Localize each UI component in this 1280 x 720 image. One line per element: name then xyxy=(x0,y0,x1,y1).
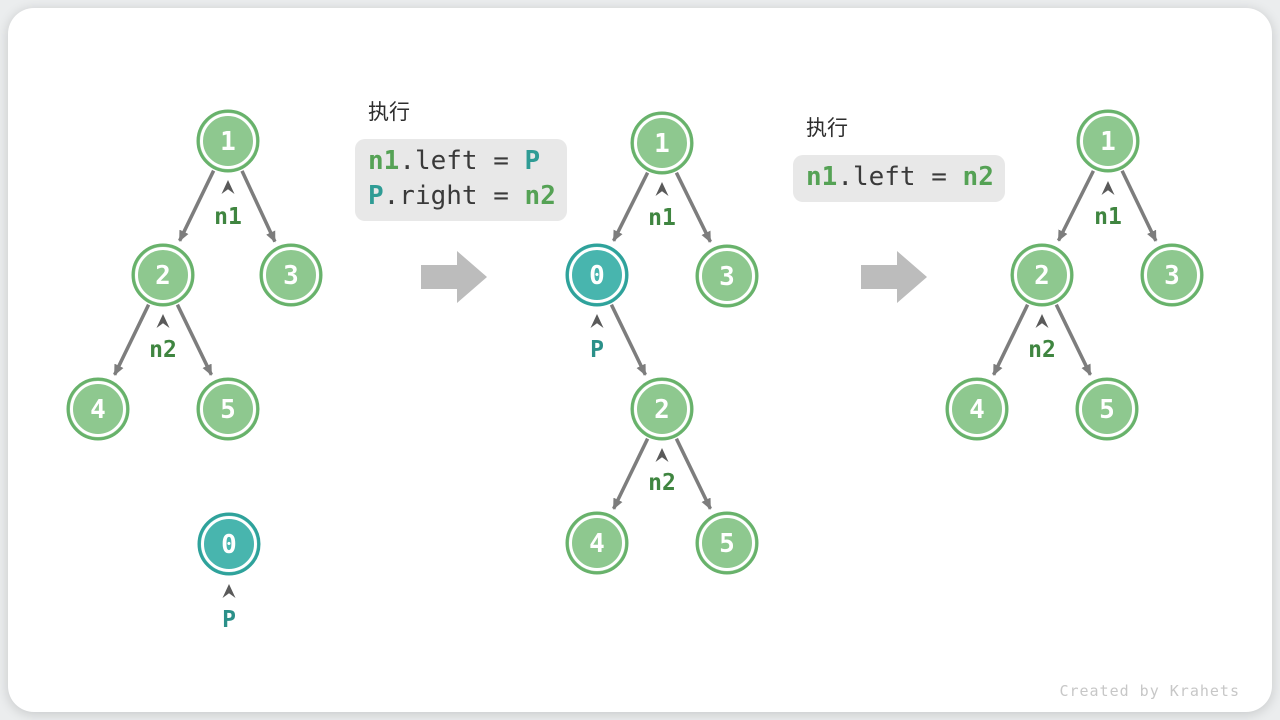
tree-node: 4 xyxy=(565,511,629,575)
tree-node: 5 xyxy=(1075,377,1139,441)
node-value: 0 xyxy=(221,530,237,560)
node-value: 2 xyxy=(1034,261,1050,291)
tree-node: 1 xyxy=(1076,109,1140,173)
tree-node: 3 xyxy=(259,243,323,307)
pointer-label-n1: n1 xyxy=(214,204,242,230)
tree-node: 1 xyxy=(630,111,694,175)
edge-1-3 xyxy=(1120,169,1158,242)
code-line: n1.left = P xyxy=(368,146,540,176)
node-value: 4 xyxy=(589,529,605,559)
tree-after-remove: 1 2 3 4 5 n1 n2 xyxy=(945,109,1204,441)
edge-2-5 xyxy=(674,437,712,510)
tree-node: 2 xyxy=(131,243,195,307)
pointer-label-n1: n1 xyxy=(1094,204,1122,230)
pointer-caret-icon xyxy=(1035,314,1049,328)
pointer-caret-icon xyxy=(655,448,669,462)
code-token-n1: n1 xyxy=(368,146,400,176)
node-value: 3 xyxy=(719,262,735,292)
tree-node-p: 0 xyxy=(565,243,629,307)
exec-title: 执行 xyxy=(368,101,410,124)
pointer-label-p: P xyxy=(590,337,604,363)
code-token: .left = xyxy=(837,162,963,192)
tree-node: 4 xyxy=(945,377,1009,441)
edge-1-2 xyxy=(1056,170,1095,242)
node-value: 3 xyxy=(283,261,299,291)
code-token: .left = xyxy=(399,146,525,176)
node-value: 2 xyxy=(155,261,171,291)
code-token-p: P xyxy=(368,181,384,211)
node-value: 2 xyxy=(654,395,670,425)
pointer-label-n2: n2 xyxy=(149,337,177,363)
edge-1-0 xyxy=(612,171,650,242)
node-value: 0 xyxy=(589,261,605,291)
code-line: n1.left = n2 xyxy=(806,162,994,192)
code-token-n2: n2 xyxy=(524,181,556,211)
node-value: 4 xyxy=(90,395,106,425)
edge-2-4 xyxy=(113,303,151,376)
edge-2-4 xyxy=(992,303,1030,376)
tree-node: 3 xyxy=(1140,243,1204,307)
pointer-caret-icon xyxy=(655,182,669,196)
node-value: 1 xyxy=(1100,127,1116,157)
pointer-caret-icon xyxy=(156,314,170,328)
code-block: n1.left = n2 xyxy=(793,155,1005,202)
pointer-caret-icon xyxy=(1101,181,1115,195)
watermark-credit: Created by Krahets xyxy=(1059,682,1240,700)
exec-title: 执行 xyxy=(806,117,848,140)
code-line: P.right = n2 xyxy=(368,181,556,211)
tree-node: 2 xyxy=(630,377,694,441)
edge-2-4 xyxy=(612,437,650,510)
edge-2-5 xyxy=(175,303,213,376)
flow-arrow-icon xyxy=(421,251,487,303)
code-token-n2: n2 xyxy=(962,162,994,192)
tree-node: 5 xyxy=(196,377,260,441)
code-panel-remove: 执行 n1.left = n2 xyxy=(793,112,1005,202)
node-value: 4 xyxy=(969,395,985,425)
pointer-label-n2: n2 xyxy=(1028,337,1056,363)
code-block: n1.left = P P.right = n2 xyxy=(355,139,567,221)
edge-1-3 xyxy=(674,171,712,243)
tree-after-insert: 1 0 3 2 4 5 n1 P n2 xyxy=(565,111,759,575)
pointer-caret-icon xyxy=(590,314,604,328)
tree-node: 4 xyxy=(66,377,130,441)
tree-node: 1 xyxy=(196,109,260,173)
tree-before-insert: 1 2 3 4 5 0 n1 n2 P xyxy=(66,109,323,633)
edge-2-5 xyxy=(1054,303,1092,376)
node-value: 5 xyxy=(719,529,735,559)
tree-node: 3 xyxy=(695,244,759,308)
code-token-n1: n1 xyxy=(806,162,838,192)
node-value: 5 xyxy=(1099,395,1115,425)
pointer-caret-icon xyxy=(222,584,236,598)
code-panel-insert: 执行 n1.left = P P.right = n2 xyxy=(355,96,567,221)
pointer-label-n1: n1 xyxy=(648,205,676,231)
node-value: 1 xyxy=(220,127,236,157)
edge-0-2 xyxy=(609,303,647,376)
code-token-p: P xyxy=(524,146,541,176)
flow-arrow-icon xyxy=(861,251,927,303)
node-value: 1 xyxy=(654,129,670,159)
edge-1-2 xyxy=(178,169,216,242)
tree-node-p: 0 xyxy=(197,512,261,576)
pointer-caret-icon xyxy=(221,180,235,194)
tree-node: 5 xyxy=(695,511,759,575)
code-token: .right = xyxy=(383,181,525,211)
node-value: 3 xyxy=(1164,261,1180,291)
pointer-label-n2: n2 xyxy=(648,470,676,496)
node-value: 5 xyxy=(220,395,236,425)
tree-node: 2 xyxy=(1010,243,1074,307)
edge-1-3 xyxy=(240,170,277,243)
pointer-label-p: P xyxy=(222,607,236,633)
